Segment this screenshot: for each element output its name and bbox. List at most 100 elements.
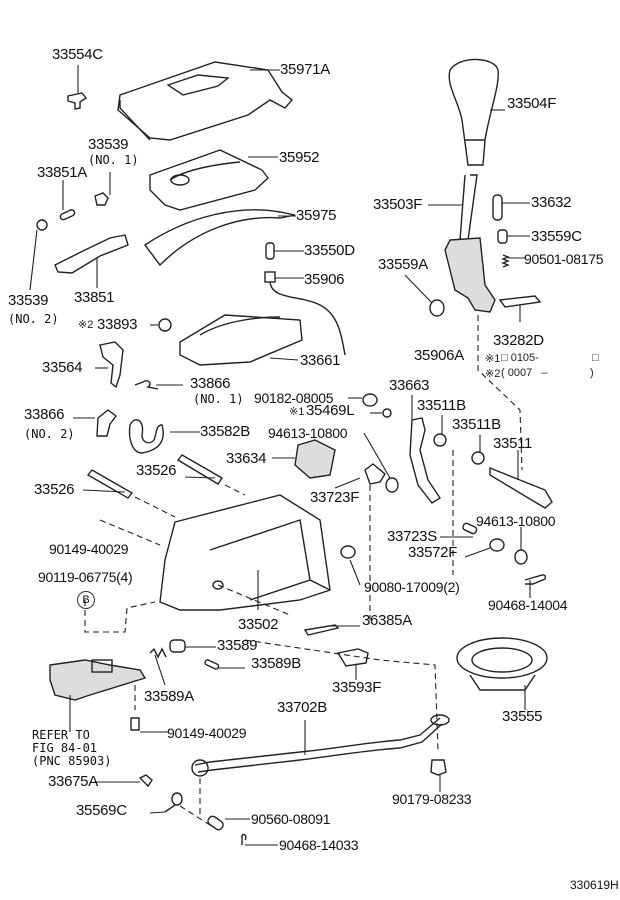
spring [134,379,183,390]
indicator-housing [179,314,303,366]
footnote-mark: ※2 [78,319,94,331]
footnote-mark: ※1 [485,353,501,365]
part-label[interactable]: 33539 [88,136,129,153]
pins [82,454,246,518]
part-label[interactable]: 90119-06775(4) [38,569,133,585]
lock-plate [95,341,124,389]
part-label[interactable]: 33555 [502,708,543,725]
shift-boot [456,637,548,710]
part-note: (NO. 2) [8,312,59,326]
refer-note[interactable]: REFER TO FIG 84-01 (PNC 85903) [32,728,112,768]
grommet [158,318,172,332]
part-label[interactable]: 33851 [74,289,115,306]
part-label[interactable]: 90560-08091 [251,811,331,827]
shift-lock-solenoid [49,659,168,733]
part-label[interactable]: 35569C [76,802,127,819]
part-label[interactable]: 33893 [97,316,138,333]
part-label[interactable]: 33866 [190,375,231,392]
part-label[interactable]: 90149-40029 [167,725,247,741]
footnote-tail: ) [590,367,594,379]
part-label[interactable]: 94613-10800 [268,425,348,441]
part-label[interactable]: 33539 [8,292,49,309]
footnote-mark: ※1 [289,406,305,418]
part-label[interactable]: 35952 [279,149,320,166]
part-label[interactable]: 33559C [531,228,582,245]
part-label[interactable]: 33593F [332,679,382,696]
part-label[interactable]: 33675A [48,773,98,790]
part-label[interactable]: 35469L [306,402,355,419]
part-label[interactable]: 33632 [531,194,572,211]
part-label[interactable]: 33550D [304,242,355,259]
part-label[interactable]: 36385A [362,612,412,629]
control-rod [191,714,450,792]
pin-clip [303,624,360,636]
indicator-plate [149,149,278,211]
part-label[interactable]: 35906A [414,347,464,364]
part-label[interactable]: 33554C [52,46,103,63]
lock-lever-parts [29,172,129,291]
part-label[interactable]: 33702B [277,699,327,716]
part-note: (NO. 1) [193,392,244,406]
part-label[interactable]: 94613-10800 [476,513,556,529]
part-label[interactable]: 33564 [42,359,83,376]
footnote-tail: □ [592,352,599,364]
pivot-bolt [477,295,542,471]
part-label[interactable]: 33866 [24,406,65,423]
shift-base [84,494,439,751]
footnote-text: ( 0007 – [501,367,548,379]
shift-knob [448,58,505,166]
small-hardware [348,393,399,493]
part-label[interactable]: 35975 [296,207,337,224]
right-hardware [440,522,547,598]
part-label[interactable]: 33661 [300,352,341,369]
bottom-hardware [95,774,278,846]
part-label[interactable]: 33572F [408,544,458,561]
footnote-text: □ 0105- [501,352,539,364]
shift-cover [117,61,294,141]
bulb-socket [264,242,346,356]
figure-code: 330619H [570,878,619,892]
part-label[interactable]: 35906 [304,271,345,288]
part-label[interactable]: 33589 [217,637,258,654]
part-label[interactable]: 33526 [34,481,75,498]
bushing [404,274,445,317]
shift-lever [428,174,496,313]
part-label[interactable]: 90468-14033 [279,837,359,853]
part-label[interactable]: 33851A [37,164,87,181]
part-note: (NO. 1) [88,153,139,167]
cable-bracket [334,463,386,620]
part-label[interactable]: 33589A [144,688,194,705]
part-label[interactable]: 90501-08175 [524,251,604,267]
part-label[interactable]: 33723S [387,528,437,545]
part-label[interactable]: 90468-14004 [488,597,568,613]
part-label[interactable]: 33634 [226,450,267,467]
part-label[interactable]: 33582B [200,423,250,440]
part-label[interactable]: 90080-17009(2) [364,579,460,595]
shift-stopper [336,648,369,680]
slide-plate [143,209,296,267]
part-label[interactable]: 33589B [251,655,301,672]
part-label[interactable]: 90149-40029 [49,541,129,557]
shaft-parts [433,415,553,575]
footnote-mark: ※2 [485,368,501,380]
part-label[interactable]: 33504F [507,95,557,112]
clip-part [67,65,88,110]
part-label[interactable]: 33511B [452,416,501,433]
part-label[interactable]: 33526 [136,462,177,479]
part-label[interactable]: 35971A [280,61,330,78]
part-label[interactable]: 33723F [310,489,360,506]
spring-arm [73,409,117,437]
detent-pin [492,194,530,268]
part-label[interactable]: 90182-08005 [254,390,334,406]
part-label[interactable]: 33282D [493,332,544,349]
part-label[interactable]: 33559A [378,256,428,273]
part-label[interactable]: 33502 [238,616,279,633]
part-label[interactable]: 33511B [417,397,466,414]
part-label[interactable]: 33503F [373,196,423,213]
part-label[interactable]: 90179-08233 [392,791,472,807]
part-note: (NO. 2) [24,427,75,441]
detent-block [272,439,336,479]
part-label[interactable]: 33663 [389,377,430,394]
part-label[interactable]: 33511 [493,435,533,452]
